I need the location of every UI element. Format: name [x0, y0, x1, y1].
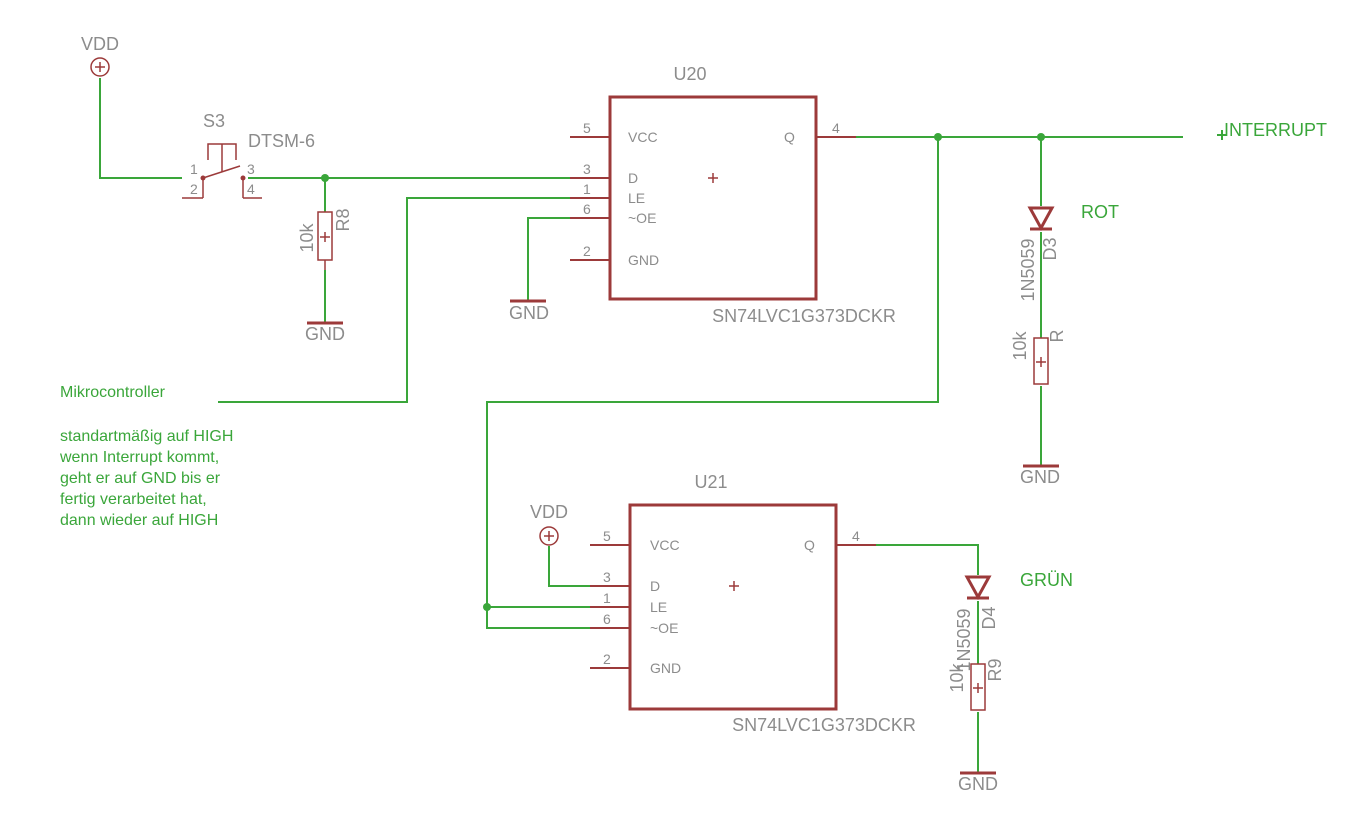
chip-part: SN74LVC1G373DCKR: [712, 306, 896, 326]
pin-name: D: [650, 578, 660, 594]
diode-value: 1N5059: [1018, 238, 1038, 301]
note-line: geht er auf GND bis er: [60, 470, 221, 487]
switch-pin: 2: [190, 181, 198, 197]
switch-ref: S3: [203, 111, 225, 131]
junctions: [321, 133, 1045, 611]
note-line: wenn Interrupt kommt,: [59, 449, 219, 466]
diode-ref: D3: [1040, 237, 1060, 260]
resistor-ref: R9: [985, 658, 1005, 681]
pin-name: ~OE: [628, 210, 656, 226]
ground-label: GND: [1020, 467, 1060, 487]
pin-name: LE: [628, 190, 645, 206]
resistor-value: 10k: [947, 662, 967, 692]
pin-number: 4: [852, 528, 860, 544]
note-line: dann wieder auf HIGH: [60, 512, 218, 529]
diode-value: 1N5059: [954, 608, 974, 671]
chip-u20: U20 SN74LVC1G373DCKR 5 3 1 6 2 4 VCC D L…: [570, 64, 896, 326]
resistor-r: 10k R: [1010, 330, 1067, 385]
pin-number: 5: [583, 120, 591, 136]
ground-label: GND: [509, 303, 549, 323]
ground-r8: GND: [305, 321, 345, 344]
switch-s3: S3 DTSM-6 1 2 3 4: [182, 111, 315, 199]
switch-pin: 1: [190, 161, 198, 177]
pin-name: D: [628, 170, 638, 186]
pin-number: 3: [603, 569, 611, 585]
svg-text:Mikrocontroller: Mikrocontroller: [60, 384, 166, 401]
pin-number: 1: [583, 181, 591, 197]
chip-u21: U21 SN74LVC1G373DCKR 5 3 1 6 2 4 VCC D L…: [590, 472, 916, 735]
pin-name: GND: [650, 660, 681, 676]
resistor-r8: 10k R8: [297, 208, 353, 270]
pin-name: VCC: [650, 537, 680, 553]
net-label-rot: ROT: [1081, 202, 1119, 222]
svg-text:INTERRUPT: INTERRUPT: [1224, 120, 1327, 140]
ground-rot: GND: [1020, 464, 1060, 487]
vdd-label: VDD: [81, 34, 119, 54]
pin-number: 1: [603, 590, 611, 606]
resistor-ref: R8: [333, 208, 353, 231]
diode-d4: D4 1N5059 GRÜN: [954, 570, 1073, 672]
ground-gruen: GND: [958, 771, 998, 794]
wires: [99, 78, 1183, 772]
note-line: fertig verarbeitet hat,: [60, 491, 207, 508]
pin-number: 5: [603, 528, 611, 544]
vdd-supply-icon: [539, 526, 559, 546]
resistor-r9: 10k R9: [947, 658, 1005, 711]
pin-number: 3: [583, 161, 591, 177]
resistor-value: 10k: [297, 222, 317, 252]
pin-number: 2: [583, 243, 591, 259]
switch-value: DTSM-6: [248, 131, 315, 151]
ground-label: GND: [305, 324, 345, 344]
chip-ref: U21: [694, 472, 727, 492]
ground-label: GND: [958, 774, 998, 794]
vdd-supply-icon: [90, 57, 110, 77]
vdd-supply-2: VDD: [530, 502, 568, 546]
pin-name: Q: [784, 129, 795, 145]
pin-name: VCC: [628, 129, 658, 145]
resistor-ref: R: [1047, 330, 1067, 343]
switch-pin: 3: [247, 161, 255, 177]
diode-d3: D3 1N5059 ROT: [1018, 202, 1119, 302]
net-label-gruen: GRÜN: [1020, 570, 1073, 590]
mcu-note: standartmäßig auf HIGH wenn Interrupt ko…: [59, 428, 233, 529]
pin-name: Q: [804, 537, 815, 553]
pin-name: LE: [650, 599, 667, 615]
pin-name: ~OE: [650, 620, 678, 636]
pin-number: 6: [603, 611, 611, 627]
diode-icon: [964, 575, 992, 601]
diode-icon: [1027, 206, 1055, 232]
ground-u20: GND: [509, 299, 549, 323]
pushbutton-icon: [182, 143, 262, 199]
net-label-mcu: Mikrocontroller: [60, 384, 166, 401]
pin-number: 6: [583, 201, 591, 217]
pin-number: 2: [603, 651, 611, 667]
resistor-value: 10k: [1010, 330, 1030, 360]
vdd-label: VDD: [530, 502, 568, 522]
pin-name: GND: [628, 252, 659, 268]
chip-part: SN74LVC1G373DCKR: [732, 715, 916, 735]
diode-ref: D4: [979, 606, 999, 629]
note-line: standartmäßig auf HIGH: [60, 428, 233, 445]
switch-pin: 4: [247, 181, 255, 197]
vdd-supply-1: VDD: [81, 34, 119, 77]
pin-number: 4: [832, 120, 840, 136]
net-label-interrupt: INTERRUPT: [1217, 120, 1327, 140]
chip-ref: U20: [673, 64, 706, 84]
